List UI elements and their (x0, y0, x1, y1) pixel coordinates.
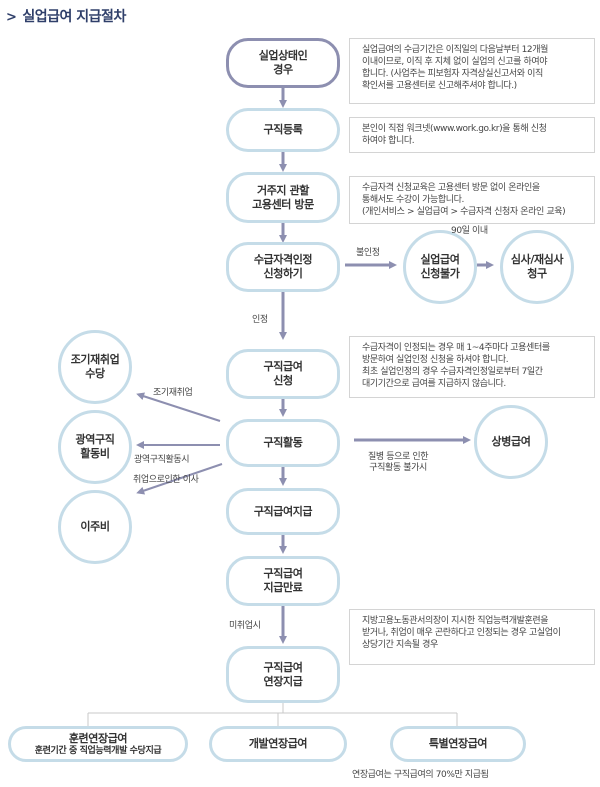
page-title-text: 실업급여 지급절차 (22, 9, 126, 25)
node-benefit-expiry: 구직급여 지급만료 (226, 556, 340, 606)
label-wide-area-search: 광역구직활동시 (134, 455, 190, 465)
node-unemployed: 실업상태인 경우 (226, 38, 340, 88)
node-job-activity: 구직활동 (226, 419, 340, 467)
circle-wide-area-job-search: 광역구직 활동비 (58, 410, 132, 484)
circle-sickness-benefit: 상병급여 (474, 405, 548, 479)
training-extension-title: 훈련연장급여 (68, 731, 128, 745)
note-unemployment-recognition: 수급자격이 인정되는 경우 매 1~4주마다 고용센터를 방문하여 실업인정 신… (349, 336, 595, 398)
extension-branch-lines (87, 703, 458, 726)
node-extended-benefit: 구직급여 연장지급 (226, 646, 340, 703)
circle-relocation-cost: 이주비 (58, 490, 132, 564)
circle-application-rejected: 실업급여 신청불가 (403, 230, 477, 304)
label-within-90-days: 90일 이내 (451, 226, 488, 236)
label-approved: 인정 (252, 315, 268, 325)
node-apply-qualification: 수급자격인정 신청하기 (226, 242, 340, 292)
label-sickness-condition: 질병 등으로 인한 구직활동 불가시 (368, 452, 429, 473)
node-benefit-payment: 구직급여지급 (226, 488, 340, 535)
note-online-education: 수급자격 신청교육은 고용센터 방문 없이 온라인을 통해서도 수강이 가능합니… (349, 176, 595, 224)
label-relocation-move: 취업으로인한 이사 (133, 475, 199, 485)
arrow-early (136, 392, 221, 422)
chevron-right-icon: > (6, 10, 17, 25)
node-development-extension: 개발연장급여 (209, 726, 347, 762)
note-extension-condition: 지방고용노동관서의장이 지시한 직업능력개발훈련을 받거나, 취업이 매우 곤란… (349, 609, 595, 665)
node-visit-center: 거주지 관할 고용센터 방문 (226, 172, 340, 223)
arrow-move (136, 463, 223, 495)
circle-review-request: 심사/재심사 청구 (500, 230, 574, 304)
node-training-extension: 훈련연장급여 훈련기간 중 직업능력개발 수당지급 (8, 726, 188, 762)
circle-early-reemployment: 조기재취업 수당 (58, 330, 132, 404)
node-request-benefit: 구직급여 신청 (226, 349, 340, 399)
page-title: > 실업급여 지급절차 (6, 6, 126, 26)
label-unemployed: 미취업시 (229, 621, 261, 631)
note-worknet-register: 본인이 직접 워크넷(www.work.go.kr)을 통해 신청 하여야 합니… (349, 117, 595, 153)
label-early-reemployment: 조기재취업 (153, 388, 193, 398)
node-special-extension: 특별연장급여 (390, 726, 526, 762)
label-extension-footer: 연장급여는 구직급여의 70%만 지급됨 (352, 770, 489, 780)
node-job-register: 구직등록 (226, 108, 340, 152)
training-extension-sub: 훈련기간 중 직업능력개발 수당지급 (34, 745, 162, 756)
note-application-period: 실업급여의 수급기간은 이직일의 다음날부터 12개월 이내이므로, 이직 후 … (349, 38, 595, 104)
label-not-approved: 불인정 (356, 248, 380, 258)
